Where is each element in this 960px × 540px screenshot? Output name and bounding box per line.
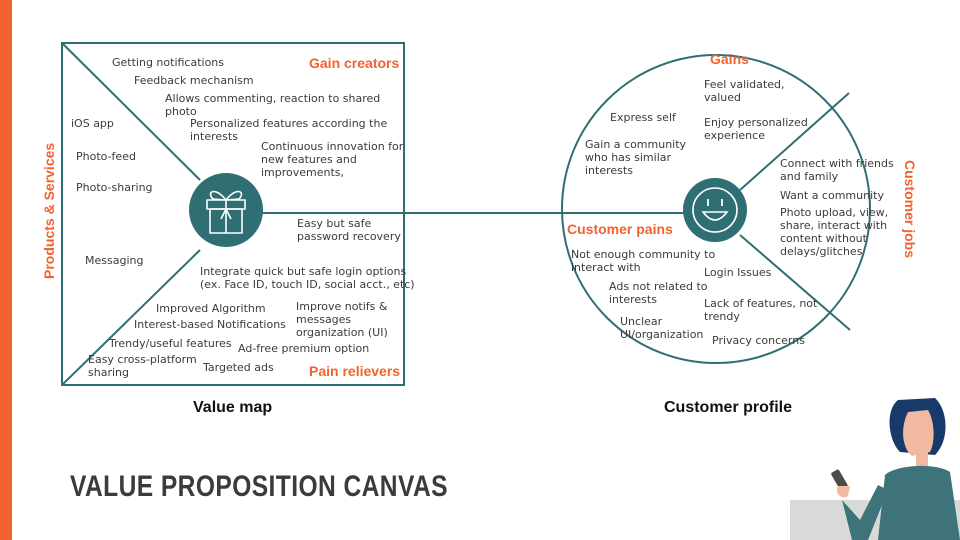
gain-creator-item: Continuous innovation for [261, 140, 404, 153]
job-item: and family [780, 170, 839, 183]
gain-item: Enjoy personalized [704, 116, 808, 129]
job-item: Want a community [780, 189, 884, 202]
profile-divider-lower [739, 234, 851, 331]
job-item: share, interact with [780, 219, 888, 232]
customer-pains-heading: Customer pains [567, 221, 673, 237]
gift-icon [189, 173, 263, 247]
gain-creator-item: interests [190, 130, 238, 143]
value-map-diagonal-bottom [61, 249, 201, 386]
products-services-label: Products & Services [41, 142, 57, 279]
job-item: Connect with friends [780, 157, 894, 170]
pain-item: Privacy concerns [712, 334, 805, 347]
pain-reliever-item: (ex. Face ID, touch ID, social acct., et… [200, 278, 415, 291]
customer-profile-caption: Customer profile [664, 399, 793, 416]
pain-item: Ads not related to [609, 280, 708, 293]
pain-reliever-item: Targeted ads [203, 361, 274, 374]
pain-item: Login Issues [704, 266, 772, 279]
smiley-face-icon [683, 178, 747, 242]
pain-reliever-item: Interest-based Notifications [134, 318, 286, 331]
pain-item: Not enough community to [571, 248, 716, 261]
gain-item: experience [704, 129, 765, 142]
job-item: delays/glitches [780, 245, 863, 258]
job-item: Photo upload, view, [780, 206, 889, 219]
product-item: Photo-sharing [76, 181, 153, 194]
gain-creator-item: Getting notifications [112, 56, 225, 69]
person-illustration [790, 398, 960, 540]
gain-creator-item: Allows commenting, reaction to shared [165, 92, 381, 105]
job-item: content without [780, 232, 867, 245]
pain-item: trendy [704, 310, 740, 323]
gain-creator-item: Feedback mechanism [134, 74, 254, 87]
pain-item: Unclear [620, 315, 663, 328]
accent-bar [0, 0, 12, 540]
pain-reliever-item: Trendy/useful features [109, 337, 232, 350]
pain-reliever-item: Improved Algorithm [156, 302, 266, 315]
pain-reliever-item: Improve notifs & [296, 300, 388, 313]
gain-creator-item: photo [165, 105, 197, 118]
customer-jobs-heading: Customer jobs [902, 159, 918, 258]
pain-reliever-item: sharing [88, 366, 129, 379]
pain-reliever-item: messages [296, 313, 352, 326]
gain-creator-item: password recovery [297, 230, 401, 243]
value-map-caption: Value map [193, 399, 273, 416]
gain-creator-item: improvements, [261, 166, 345, 179]
profile-divider-upper [739, 92, 850, 191]
gain-creator-item: new features and [261, 153, 357, 166]
gain-item: Express self [610, 111, 676, 124]
value-map-diagonal-top [61, 42, 201, 181]
gain-creators-heading: Gain creators [309, 55, 400, 71]
product-item: Photo-feed [76, 150, 136, 163]
product-item: Messaging [85, 254, 144, 267]
pain-item: Lack of features, not [704, 297, 818, 310]
pain-reliever-item: Integrate quick but safe login options [200, 265, 407, 278]
gains-heading: Gains [710, 51, 749, 67]
product-item: iOS app [71, 117, 114, 130]
gain-creator-item: Easy but safe [297, 217, 372, 230]
pain-reliever-item: Ad-free premium option [238, 342, 370, 355]
gain-item: valued [704, 91, 742, 104]
pain-item: interact with [571, 261, 641, 274]
page-title: VALUE PROPOSITION CANVAS [70, 470, 448, 503]
customer-profile-circle [561, 54, 871, 364]
gain-item: Gain a community [585, 138, 687, 151]
pain-reliever-item: organization (UI) [296, 326, 388, 339]
pain-reliever-item: Easy cross-platform [88, 353, 197, 366]
gain-item: who has similar [585, 151, 672, 164]
gain-item: interests [585, 164, 633, 177]
gain-item: Feel validated, [704, 78, 785, 91]
pain-item: interests [609, 293, 657, 306]
gain-creator-item: Personalized features according the [190, 117, 388, 130]
pain-relievers-heading: Pain relievers [309, 363, 401, 379]
pain-item: UI/organization [620, 328, 704, 341]
